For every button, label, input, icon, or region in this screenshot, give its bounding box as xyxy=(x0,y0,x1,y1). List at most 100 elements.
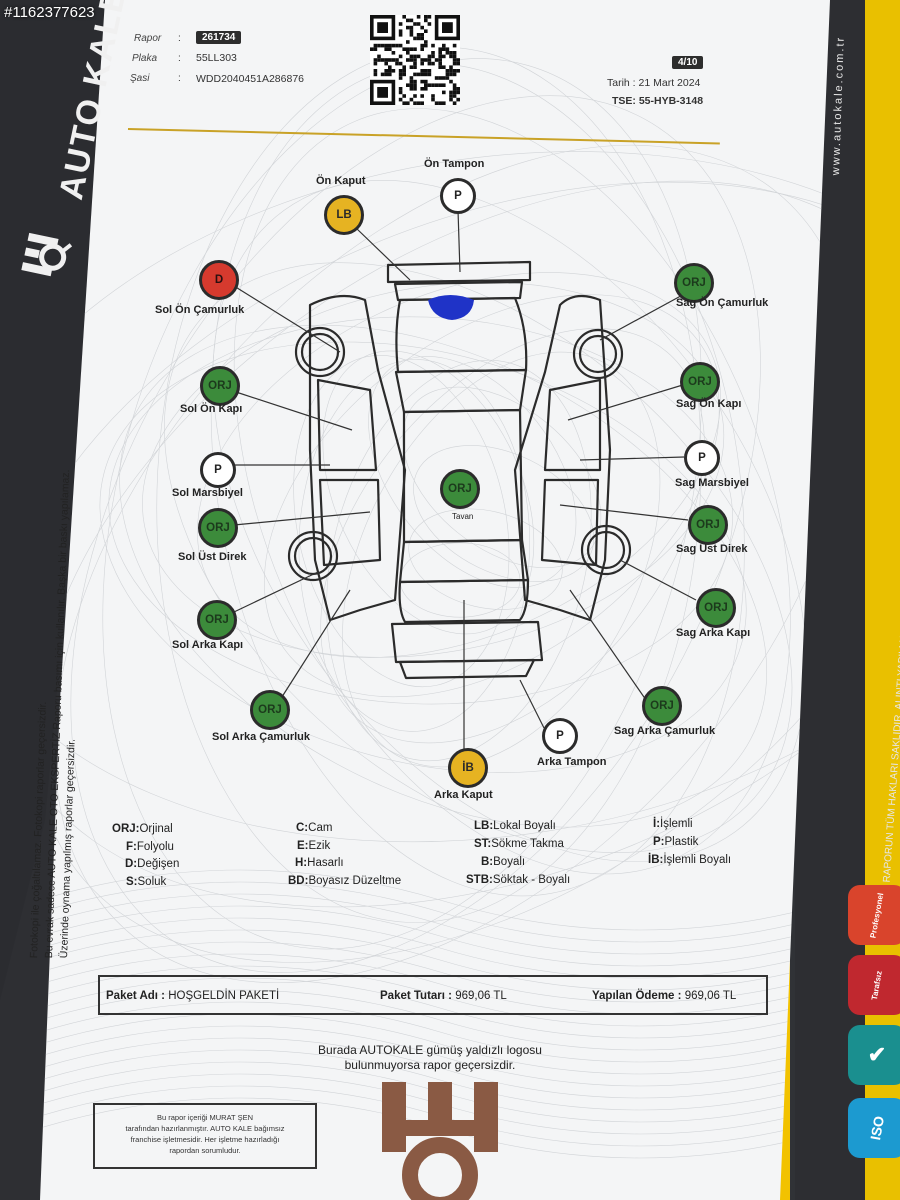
label-sol-marsbiyel: Sol Marsbiyel xyxy=(172,487,243,499)
legend-text: Hasarlı xyxy=(307,857,344,869)
franchise-note-line3: franchise işletmesidir. Her işletme hazı… xyxy=(130,1135,280,1144)
brand-side-logo xyxy=(5,35,100,285)
badge-iso: ISO xyxy=(848,1098,900,1158)
marker-sag-arka-kapi: ORJ xyxy=(696,588,736,628)
legend-text: İşlemli xyxy=(660,818,693,830)
legend-text: Folyolu xyxy=(136,841,174,853)
marker-on-tampon: P xyxy=(440,178,476,214)
marker-sol-on-kapi: ORJ xyxy=(200,366,240,406)
marker-sag-on-kapi: ORJ xyxy=(680,362,720,402)
blue-spot xyxy=(428,295,474,320)
franchise-note-line1: Bu rapor içeriği MURAT ŞEN xyxy=(157,1113,253,1122)
legend-text: Sökme Takma xyxy=(491,838,564,850)
sasi-label: Şasi xyxy=(130,73,150,84)
rapor-colon: : xyxy=(178,33,181,44)
plaka-colon: : xyxy=(178,53,181,64)
marker-sol-on-camurluk: D xyxy=(199,260,239,300)
badge-profesyonel: Profesyonel xyxy=(848,885,900,945)
marker-arka-kaput: İB xyxy=(448,748,488,788)
paket-tutari-value: 969,06 TL xyxy=(455,990,507,1002)
label-on-tampon: Ön Tampon xyxy=(424,158,485,170)
legend-text: Ezik xyxy=(308,840,331,852)
paket-tutari-label: Paket Tutarı : xyxy=(380,990,452,1002)
marker-sag-arka-camurluk: ORJ xyxy=(642,686,682,726)
rapor-label: Rapor xyxy=(134,33,162,44)
legend-item: C:Cam xyxy=(296,822,332,834)
report-date: Tarih : 21 Mart 2024 xyxy=(607,77,701,89)
franchise-note-line4: rapordan sorumludur. xyxy=(169,1146,241,1155)
legend-text: Orjinal xyxy=(139,823,173,835)
legend-item: STB:Söktak - Boyalı xyxy=(466,874,570,886)
legend-item: F:Folyolu xyxy=(126,841,174,853)
legend-text: Soluk xyxy=(137,876,167,888)
marker-sag-marsbiyel: P xyxy=(684,440,720,476)
label-sol-arka-kapi: Sol Arka Kapı xyxy=(172,639,244,651)
marker-sol-arka-camurluk: ORJ xyxy=(250,690,290,730)
legend-code: LB: xyxy=(474,820,494,832)
marker-on-kaput: LB xyxy=(324,195,364,235)
paket-tutari: Paket Tutarı : 969,06 TL xyxy=(380,990,507,1002)
marker-arka-tampon: P xyxy=(542,718,578,754)
rapor-number: 261734 xyxy=(196,31,242,44)
page-number: 4/10 xyxy=(672,56,704,69)
autokale-logo-icon xyxy=(21,232,73,277)
qr-code-icon xyxy=(370,15,460,105)
badge-tarafsiz: Tarafsız xyxy=(848,955,900,1015)
legend-item: İB:İşlemli Boyalı xyxy=(648,854,731,866)
label-arka-tampon: Arka Tampon xyxy=(537,756,607,768)
marker-sol-arka-kapi: ORJ xyxy=(197,600,237,640)
legend-code: F: xyxy=(126,841,137,853)
sasi-value: WDD2040451A286876 xyxy=(196,73,304,85)
legend-text: Boyalı xyxy=(493,856,526,868)
silver-logo-note-line1: Burada AUTOKALE gümüş yaldızlı logosu xyxy=(318,1043,542,1057)
legend-text: İşlemli Boyalı xyxy=(663,854,732,866)
legend-item: H:Hasarlı xyxy=(295,857,344,869)
label-sag-arka-camurluk: Sag Arka Çamurluk xyxy=(614,725,716,737)
label-arka-kaput: Arka Kaput xyxy=(434,789,493,801)
legend-code: S: xyxy=(126,876,138,888)
label-tavan: Tavan xyxy=(452,512,474,521)
legend-code: STB: xyxy=(466,874,493,886)
legend-item: D:Değişen xyxy=(125,858,179,870)
yapilan-odeme: Yapılan Ödeme : 969,06 TL xyxy=(592,990,736,1002)
label-sol-ust-direk: Sol Üst Direk xyxy=(178,551,247,563)
legend-code: İB: xyxy=(648,854,664,866)
paket-adi-label: Paket Adı : xyxy=(106,990,166,1002)
legend-code: E: xyxy=(297,840,309,852)
legend-code: ORJ: xyxy=(112,823,140,835)
legend-item: P:Plastik xyxy=(653,836,698,848)
label-sag-marsbiyel: Sag Marsbiyel xyxy=(675,477,749,489)
marker-sag-ust-direk: ORJ xyxy=(688,505,728,545)
label-sag-arka-kapi: Sag Arka Kapı xyxy=(676,627,751,639)
legend-item: BD:Boyasız Düzeltme xyxy=(288,875,401,887)
legend-code: ST: xyxy=(474,838,492,850)
franchise-note-line2: tarafından hazırlanmıştır. AUTO KALE bağ… xyxy=(125,1124,285,1133)
yapilan-odeme-label: Yapılan Ödeme : xyxy=(592,990,682,1002)
listing-watermark: #1162377623 xyxy=(4,4,95,21)
yapilan-odeme-value: 969,06 TL xyxy=(684,990,737,1002)
sasi-colon: : xyxy=(178,73,181,84)
paket-adi-value: HOŞGELDİN PAKETİ xyxy=(168,990,280,1002)
paket-box: Paket Adı : HOŞGELDİN PAKETİ Paket Tutar… xyxy=(98,975,768,1015)
legend-text: Plastik xyxy=(664,836,699,848)
marker-sag-on-camurluk: ORJ xyxy=(674,263,714,303)
legend-item: ST:Sökme Takma xyxy=(474,838,564,850)
franchise-note-box: Bu rapor içeriği MURAT ŞEN tarafından ha… xyxy=(93,1103,317,1169)
badge-check-icon: ✔ xyxy=(848,1025,900,1085)
legend-code: D: xyxy=(125,858,138,870)
legend-item: İ:İşlemli xyxy=(653,818,693,830)
silver-logo-note-line2: bulunmuyorsa rapor geçersizdir. xyxy=(344,1058,516,1072)
legend-code: İ: xyxy=(653,818,661,830)
plaka-value: 55LL303 xyxy=(196,52,237,64)
legend-text: Lokal Boyalı xyxy=(493,820,556,832)
label-sag-ust-direk: Sag Üst Direk xyxy=(676,543,748,555)
legend-code: P: xyxy=(653,836,665,848)
legend-text: Boyasız Düzeltme xyxy=(308,875,402,887)
label-sag-on-camurluk: Sag Ön Çamurluk xyxy=(676,297,769,309)
marker-sol-ust-direk: ORJ xyxy=(198,508,238,548)
silver-logo-note: Burada AUTOKALE gümüş yaldızlı logosu bu… xyxy=(300,1043,560,1073)
legend-code: C: xyxy=(296,822,309,834)
legend-text: Değişen xyxy=(137,858,180,870)
label-sol-on-camurluk: Sol Ön Çamurluk xyxy=(155,304,245,316)
